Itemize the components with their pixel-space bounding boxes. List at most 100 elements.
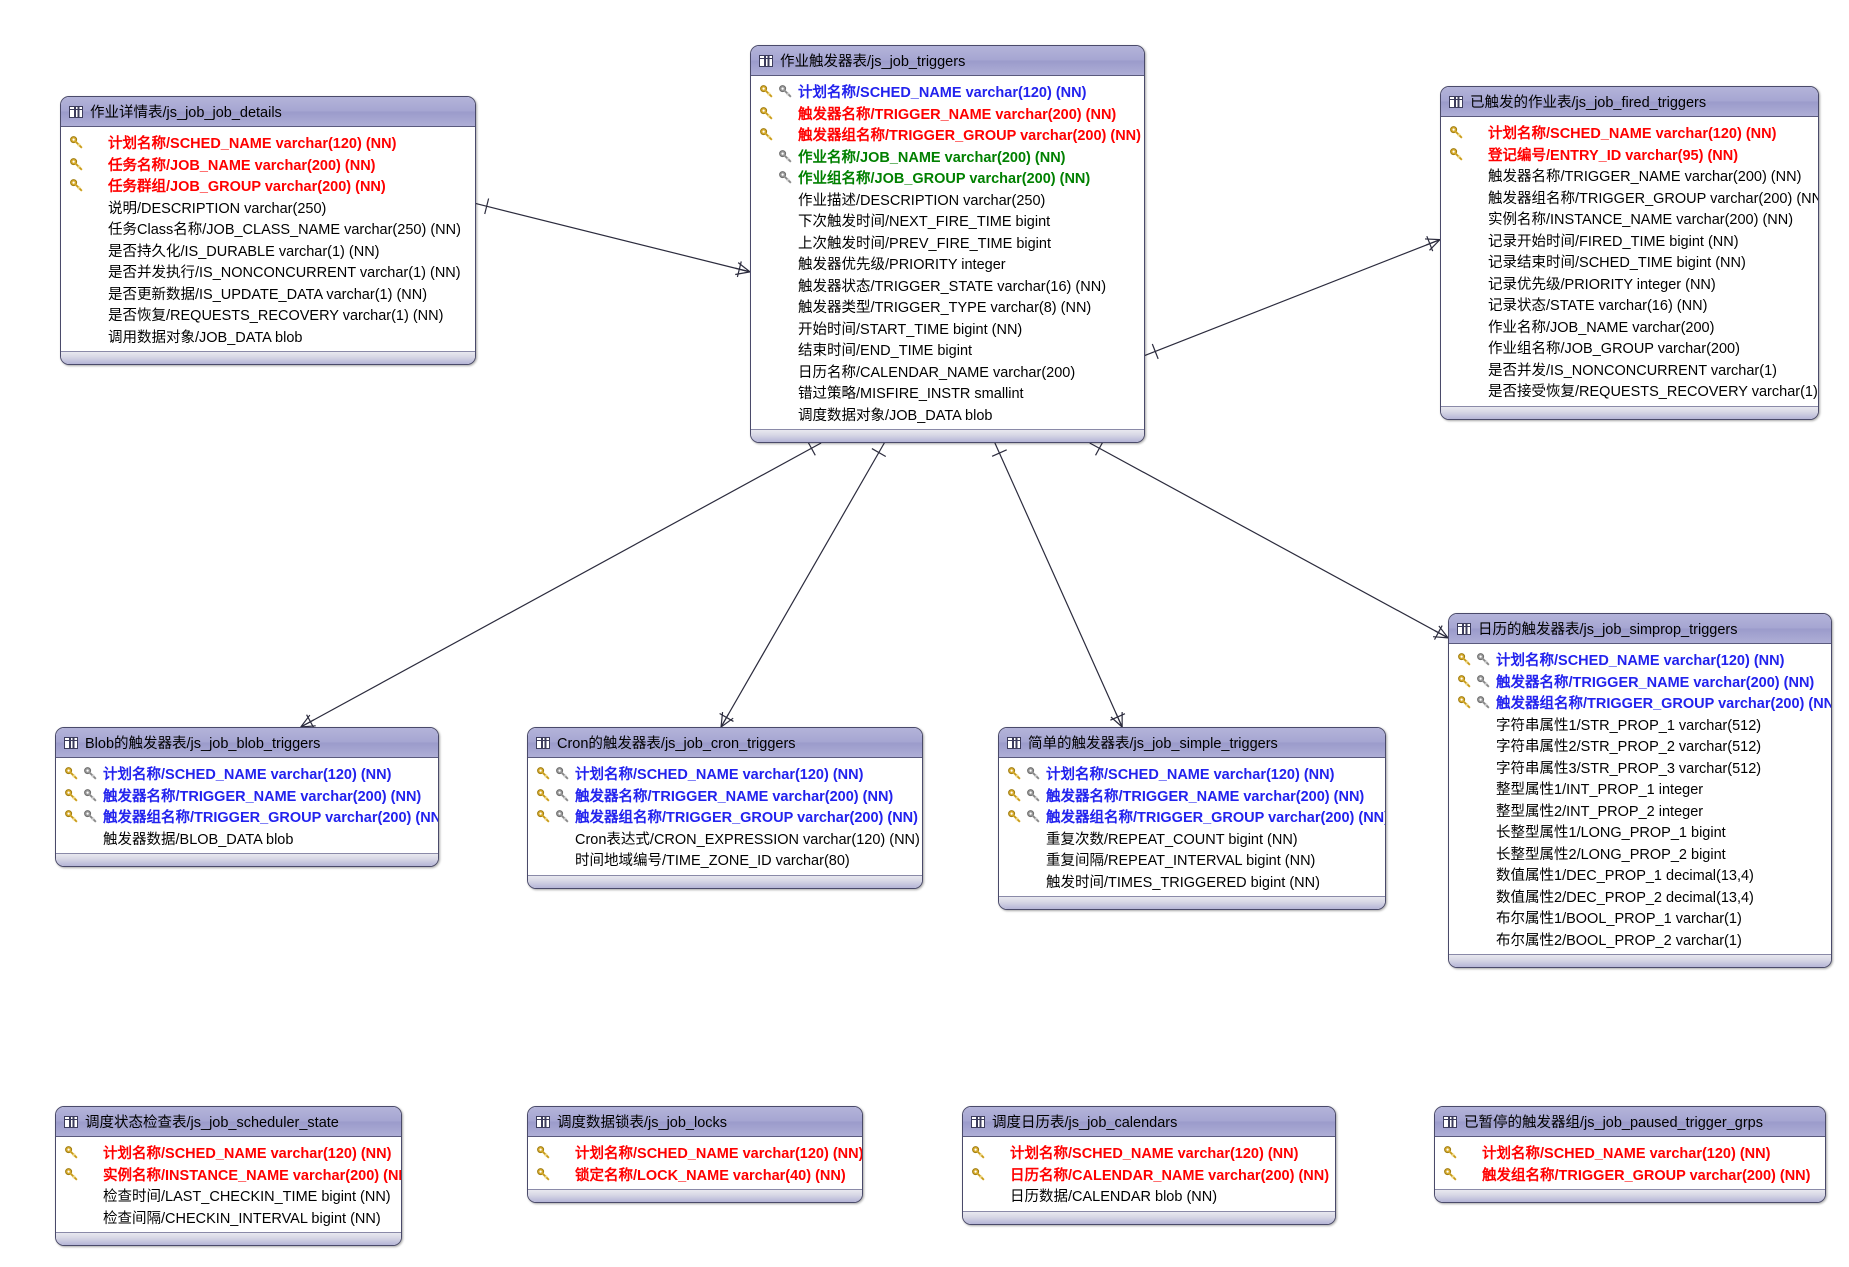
attribute-row[interactable]: 日历数据/CALENDAR blob (NN) (963, 1185, 1335, 1207)
attribute-row[interactable]: 作业描述/DESCRIPTION varchar(250) (751, 189, 1144, 211)
attribute-row[interactable]: 计划名称/SCHED_NAME varchar(120) (NN) (1449, 649, 1831, 671)
attribute-row[interactable]: 重复间隔/REPEAT_INTERVAL bigint (NN) (999, 849, 1385, 871)
attribute-row[interactable]: 任务名称/JOB_NAME varchar(200) (NN) (61, 154, 475, 176)
attribute-row[interactable]: 触发器名称/TRIGGER_NAME varchar(200) (NN) (999, 785, 1385, 807)
attribute-row[interactable]: 布尔属性2/BOOL_PROP_2 varchar(1) (1449, 929, 1831, 951)
attribute-row[interactable]: 实例名称/INSTANCE_NAME varchar(200) (NN) (56, 1164, 401, 1186)
attribute-row[interactable]: 长整型属性2/LONG_PROP_2 bigint (1449, 843, 1831, 865)
attribute-row[interactable]: 触发器类型/TRIGGER_TYPE varchar(8) (NN) (751, 296, 1144, 318)
attribute-row[interactable]: 调用数据对象/JOB_DATA blob (61, 326, 475, 348)
entity-js_job_job_details[interactable]: 作业详情表/js_job_job_details 计划名称/SCHED_NAME … (60, 96, 476, 365)
attribute-row[interactable]: 是否持久化/IS_DURABLE varchar(1) (NN) (61, 240, 475, 262)
attribute-row[interactable]: 触发器优先级/PRIORITY integer (751, 253, 1144, 275)
attribute-row[interactable]: 字符串属性1/STR_PROP_1 varchar(512) (1449, 714, 1831, 736)
entity-title-bar[interactable]: 作业详情表/js_job_job_details (61, 97, 475, 127)
attribute-row[interactable]: 布尔属性1/BOOL_PROP_1 varchar(1) (1449, 907, 1831, 929)
attribute-row[interactable]: 时间地域编号/TIME_ZONE_ID varchar(80) (528, 849, 922, 871)
entity-js_job_paused_trigger_grps[interactable]: 已暂停的触发器组/js_job_paused_trigger_grps 计划名称/… (1434, 1106, 1826, 1203)
attribute-row[interactable]: 数值属性1/DEC_PROP_1 decimal(13,4) (1449, 864, 1831, 886)
attribute-row[interactable]: 作业名称/JOB_NAME varchar(200) (1441, 316, 1818, 338)
attribute-row[interactable]: 下次触发时间/NEXT_FIRE_TIME bigint (751, 210, 1144, 232)
entity-title-bar[interactable]: 日历的触发器表/js_job_simprop_triggers (1449, 614, 1831, 644)
attribute-row[interactable]: 整型属性2/INT_PROP_2 integer (1449, 800, 1831, 822)
attribute-row[interactable]: Cron表达式/CRON_EXPRESSION varchar(120) (NN… (528, 828, 922, 850)
attribute-row[interactable]: 结束时间/END_TIME bigint (751, 339, 1144, 361)
attribute-row[interactable]: 计划名称/SCHED_NAME varchar(120) (NN) (963, 1142, 1335, 1164)
attribute-row[interactable]: 触发器组名称/TRIGGER_GROUP varchar(200) (NN) (1449, 692, 1831, 714)
attribute-row[interactable]: 触发时间/TIMES_TRIGGERED bigint (NN) (999, 871, 1385, 893)
attribute-row[interactable]: 触发器名称/TRIGGER_NAME varchar(200) (NN) (1449, 671, 1831, 693)
entity-title-bar[interactable]: Cron的触发器表/js_job_cron_triggers (528, 728, 922, 758)
entity-js_job_locks[interactable]: 调度数据锁表/js_job_locks 计划名称/SCHED_NAME varch… (527, 1106, 863, 1203)
attribute-row[interactable]: 计划名称/SCHED_NAME varchar(120) (NN) (1435, 1142, 1825, 1164)
attribute-row[interactable]: 记录优先级/PRIORITY integer (NN) (1441, 273, 1818, 295)
attribute-row[interactable]: 触发器名称/TRIGGER_NAME varchar(200) (NN) (56, 785, 438, 807)
entity-js_job_calendars[interactable]: 调度日历表/js_job_calendars 计划名称/SCHED_NAME va… (962, 1106, 1336, 1225)
attribute-row[interactable]: 触发器名称/TRIGGER_NAME varchar(200) (NN) (528, 785, 922, 807)
attribute-row[interactable]: 是否恢复/REQUESTS_RECOVERY varchar(1) (NN) (61, 304, 475, 326)
entity-js_job_fired_triggers[interactable]: 已触发的作业表/js_job_fired_triggers 计划名称/SCHED_… (1440, 86, 1819, 420)
attribute-row[interactable]: 是否更新数据/IS_UPDATE_DATA varchar(1) (NN) (61, 283, 475, 305)
entity-js_job_scheduler_state[interactable]: 调度状态检查表/js_job_scheduler_state 计划名称/SCHED… (55, 1106, 402, 1246)
entity-js_job_simprop_triggers[interactable]: 日历的触发器表/js_job_simprop_triggers 计划名称/SCHE… (1448, 613, 1832, 968)
attribute-row[interactable]: 开始时间/START_TIME bigint (NN) (751, 318, 1144, 340)
attribute-row[interactable]: 重复次数/REPEAT_COUNT bigint (NN) (999, 828, 1385, 850)
attribute-row[interactable]: 说明/DESCRIPTION varchar(250) (61, 197, 475, 219)
entity-title-bar[interactable]: 简单的触发器表/js_job_simple_triggers (999, 728, 1385, 758)
attribute-row[interactable]: 触发器数据/BLOB_DATA blob (56, 828, 438, 850)
attribute-row[interactable]: 计划名称/SCHED_NAME varchar(120) (NN) (528, 763, 922, 785)
attribute-row[interactable]: 触发器组名称/TRIGGER_GROUP varchar(200) (NN) (999, 806, 1385, 828)
attribute-row[interactable]: 计划名称/SCHED_NAME varchar(120) (NN) (56, 1142, 401, 1164)
attribute-row[interactable]: 作业名称/JOB_NAME varchar(200) (NN) (751, 146, 1144, 168)
attribute-row[interactable]: 整型属性1/INT_PROP_1 integer (1449, 778, 1831, 800)
entity-title-bar[interactable]: 调度状态检查表/js_job_scheduler_state (56, 1107, 401, 1137)
entity-title-bar[interactable]: 作业触发器表/js_job_triggers (751, 46, 1144, 76)
attribute-row[interactable]: 计划名称/SCHED_NAME varchar(120) (NN) (61, 132, 475, 154)
attribute-row[interactable]: 日历名称/CALENDAR_NAME varchar(200) (751, 361, 1144, 383)
attribute-row[interactable]: 触发器名称/TRIGGER_NAME varchar(200) (NN) (1441, 165, 1818, 187)
attribute-row[interactable]: 记录状态/STATE varchar(16) (NN) (1441, 294, 1818, 316)
attribute-row[interactable]: 触发器组名称/TRIGGER_GROUP varchar(200) (NN) (56, 806, 438, 828)
attribute-row[interactable]: 检查时间/LAST_CHECKIN_TIME bigint (NN) (56, 1185, 401, 1207)
attribute-row[interactable]: 触发器组名称/TRIGGER_GROUP varchar(200) (NN) (751, 124, 1144, 146)
attribute-row[interactable]: 长整型属性1/LONG_PROP_1 bigint (1449, 821, 1831, 843)
attribute-row[interactable]: 计划名称/SCHED_NAME varchar(120) (NN) (1441, 122, 1818, 144)
attribute-row[interactable]: 记录结束时间/SCHED_TIME bigint (NN) (1441, 251, 1818, 273)
attribute-row[interactable]: 是否并发/IS_NONCONCURRENT varchar(1) (1441, 359, 1818, 381)
attribute-row[interactable]: 触发器名称/TRIGGER_NAME varchar(200) (NN) (751, 103, 1144, 125)
attribute-row[interactable]: 上次触发时间/PREV_FIRE_TIME bigint (751, 232, 1144, 254)
entity-js_job_triggers[interactable]: 作业触发器表/js_job_triggers 计划名称/SCHED_NAME va… (750, 45, 1145, 443)
attribute-row[interactable]: 字符串属性2/STR_PROP_2 varchar(512) (1449, 735, 1831, 757)
attribute-row[interactable]: 计划名称/SCHED_NAME varchar(120) (NN) (528, 1142, 862, 1164)
entity-js_job_cron_triggers[interactable]: Cron的触发器表/js_job_cron_triggers 计划名称/SCHED… (527, 727, 923, 889)
attribute-row[interactable]: 数值属性2/DEC_PROP_2 decimal(13,4) (1449, 886, 1831, 908)
attribute-row[interactable]: 字符串属性3/STR_PROP_3 varchar(512) (1449, 757, 1831, 779)
attribute-row[interactable]: 计划名称/SCHED_NAME varchar(120) (NN) (999, 763, 1385, 785)
attribute-row[interactable]: 锁定名称/LOCK_NAME varchar(40) (NN) (528, 1164, 862, 1186)
entity-title-bar[interactable]: 已暂停的触发器组/js_job_paused_trigger_grps (1435, 1107, 1825, 1137)
attribute-row[interactable]: 记录开始时间/FIRED_TIME bigint (NN) (1441, 230, 1818, 252)
attribute-row[interactable]: 错过策略/MISFIRE_INSTR smallint (751, 382, 1144, 404)
attribute-row[interactable]: 触发器状态/TRIGGER_STATE varchar(16) (NN) (751, 275, 1144, 297)
attribute-row[interactable]: 是否接受恢复/REQUESTS_RECOVERY varchar(1) (1441, 380, 1818, 402)
attribute-row[interactable]: 触发组名称/TRIGGER_GROUP varchar(200) (NN) (1435, 1164, 1825, 1186)
attribute-row[interactable]: 登记编号/ENTRY_ID varchar(95) (NN) (1441, 144, 1818, 166)
attribute-row[interactable]: 任务Class名称/JOB_CLASS_NAME varchar(250) (N… (61, 218, 475, 240)
attribute-row[interactable]: 作业组名称/JOB_GROUP varchar(200) (NN) (751, 167, 1144, 189)
attribute-row[interactable]: 日历名称/CALENDAR_NAME varchar(200) (NN) (963, 1164, 1335, 1186)
attribute-row[interactable]: 任务群组/JOB_GROUP varchar(200) (NN) (61, 175, 475, 197)
attribute-row[interactable]: 调度数据对象/JOB_DATA blob (751, 404, 1144, 426)
attribute-row[interactable]: 计划名称/SCHED_NAME varchar(120) (NN) (751, 81, 1144, 103)
entity-title-bar[interactable]: 调度数据锁表/js_job_locks (528, 1107, 862, 1137)
attribute-row[interactable]: 实例名称/INSTANCE_NAME varchar(200) (NN) (1441, 208, 1818, 230)
attribute-row[interactable]: 检查间隔/CHECKIN_INTERVAL bigint (NN) (56, 1207, 401, 1229)
attribute-row[interactable]: 作业组名称/JOB_GROUP varchar(200) (1441, 337, 1818, 359)
attribute-row[interactable]: 触发器组名称/TRIGGER_GROUP varchar(200) (NN) (528, 806, 922, 828)
attribute-row[interactable]: 是否并发执行/IS_NONCONCURRENT varchar(1) (NN) (61, 261, 475, 283)
entity-title-bar[interactable]: 已触发的作业表/js_job_fired_triggers (1441, 87, 1818, 117)
attribute-row[interactable]: 触发器组名称/TRIGGER_GROUP varchar(200) (NN) (1441, 187, 1818, 209)
attribute-row[interactable]: 计划名称/SCHED_NAME varchar(120) (NN) (56, 763, 438, 785)
entity-title-bar[interactable]: 调度日历表/js_job_calendars (963, 1107, 1335, 1137)
entity-js_job_simple_triggers[interactable]: 简单的触发器表/js_job_simple_triggers 计划名称/SCHED… (998, 727, 1386, 910)
